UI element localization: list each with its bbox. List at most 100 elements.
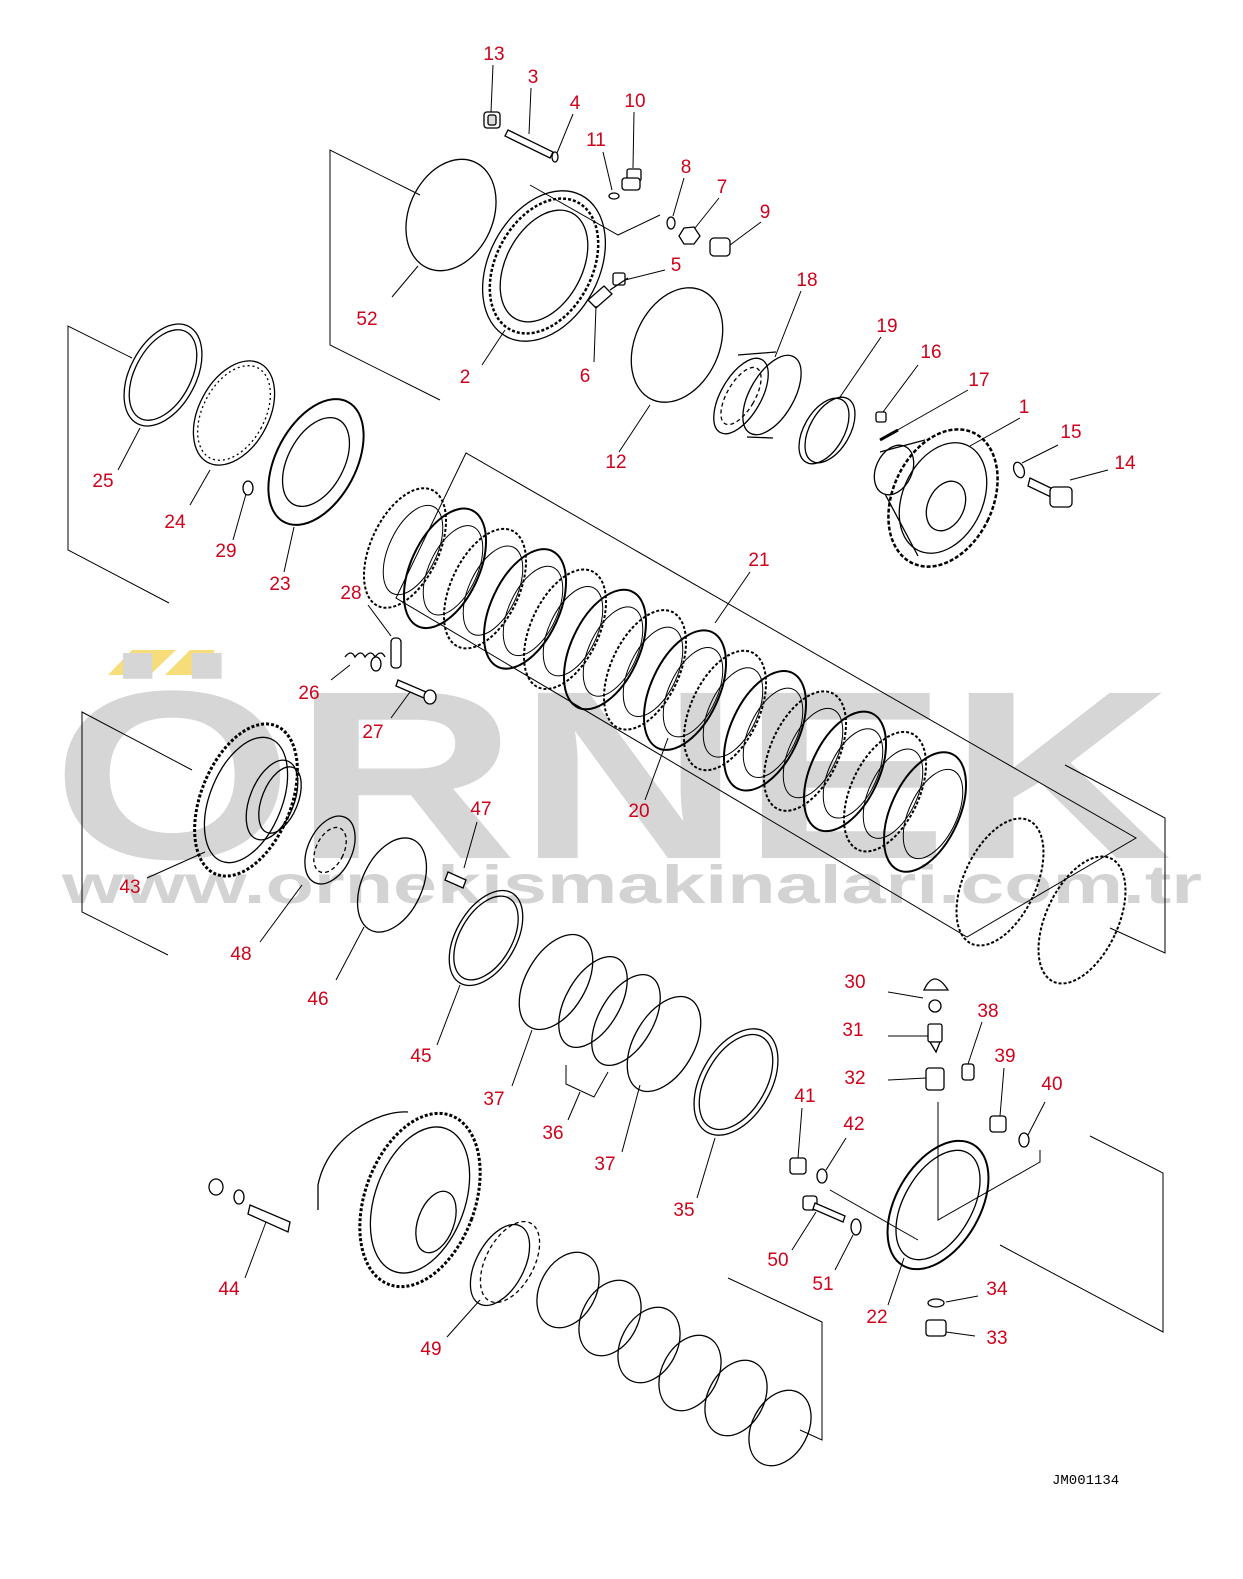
seal-ring-36-icon (558, 955, 661, 1067)
plug-39-icon (989, 1115, 1007, 1133)
bearing-18-icon (713, 351, 802, 439)
plate-23-icon (267, 398, 365, 526)
leader-32 (887, 1077, 927, 1081)
pin-6-icon (587, 285, 613, 309)
callout-39: 39 (994, 1046, 1015, 1067)
pin-28-icon (390, 637, 402, 669)
pin-3-icon (504, 129, 554, 159)
drawing-code: JM001134 (1052, 1473, 1119, 1489)
callout-25: 25 (92, 471, 113, 492)
leader-25 (117, 427, 141, 471)
washer-15-icon (1012, 461, 1026, 479)
oring-34-icon (927, 1298, 945, 1308)
clutch-disc-inner (902, 768, 964, 860)
leader-17 (893, 389, 969, 433)
callout-4: 4 (570, 93, 581, 114)
callout-16: 16 (920, 342, 941, 363)
leader-34 (945, 1295, 979, 1303)
oring-8-icon (666, 216, 676, 230)
oring-52-icon (405, 158, 497, 272)
leader-40 (1027, 1101, 1046, 1136)
leader-16 (882, 364, 919, 413)
bolt-27-icon (395, 679, 437, 705)
callout-34: 34 (986, 1279, 1008, 1300)
callout-18: 18 (796, 270, 817, 291)
bearing-48-icon (304, 815, 356, 885)
leader-26 (330, 664, 351, 681)
leader-10 (632, 111, 635, 169)
leader-47 (463, 821, 478, 869)
plug-13-icon (483, 111, 501, 129)
leader-39 (999, 1067, 1005, 1117)
callout-43: 43 (119, 877, 140, 898)
callout-17: 17 (968, 370, 989, 391)
leader-36 (567, 1091, 581, 1121)
callout-37a: 37 (483, 1089, 504, 1110)
boundary-lines (67, 149, 1166, 1441)
callout-2: 2 (460, 367, 471, 388)
clutch-disc-inner (422, 525, 484, 616)
clip-4-icon (551, 151, 559, 163)
clutch-disc-inner (542, 586, 604, 677)
leader-4 (556, 113, 574, 154)
oring-11-icon (608, 192, 620, 200)
oring-37a-icon (518, 933, 594, 1031)
callout-23: 23 (269, 574, 290, 595)
clutch-disc-outer (362, 487, 448, 609)
carrier-hub-icon (317, 1111, 482, 1289)
callout-28: 28 (340, 583, 361, 604)
clutch-disc-outer (402, 507, 488, 630)
callout-48: 48 (230, 944, 251, 965)
bearing-49-icon (469, 1220, 541, 1307)
callout-50: 50 (767, 1250, 788, 1271)
watermark: ÖRNEK www.ornekismakinalari.com.tr (52, 641, 1202, 915)
plug-33-icon (925, 1319, 947, 1337)
leader-2 (481, 329, 506, 366)
bolt-50-icon (802, 1195, 846, 1223)
clutch-disc-outer (842, 730, 928, 853)
callout-52: 52 (356, 309, 377, 330)
callout-8: 8 (681, 157, 692, 178)
leader-7 (694, 197, 720, 229)
leader-9 (729, 221, 762, 246)
breather-31-icon (927, 1023, 943, 1054)
ring-35-icon (693, 1028, 779, 1136)
ring-stack-icon (536, 1251, 812, 1467)
leader-50 (791, 1211, 817, 1251)
callout-12: 12 (605, 452, 626, 473)
nut-7-icon (678, 226, 701, 245)
callout-14: 14 (1114, 453, 1136, 474)
callout-47: 47 (470, 799, 491, 820)
spring-26-icon (344, 652, 386, 672)
bolt-14-icon (1027, 477, 1073, 508)
leader-35 (696, 1137, 716, 1199)
clutch-disc-end (955, 817, 1045, 947)
callout-46: 46 (307, 989, 328, 1010)
leader-43 (146, 851, 206, 879)
callout-29: 29 (215, 541, 236, 562)
clutch-disc-inner (702, 667, 764, 758)
cap-30-icon (922, 978, 950, 1013)
plug-38-icon (961, 1063, 975, 1081)
leader-48 (259, 884, 303, 943)
watermark-url: www.ornekismakinalari.com.tr (61, 855, 1202, 915)
callout-20: 20 (628, 801, 649, 822)
oring-42-icon (816, 1168, 828, 1184)
callout-22: 22 (866, 1307, 887, 1328)
callout-38: 38 (977, 1001, 998, 1022)
pin-47-icon (444, 871, 467, 889)
watermark-brand: ÖRNEK (52, 641, 1172, 909)
leader-1 (969, 417, 1021, 447)
leader-5 (624, 269, 666, 281)
callout-33: 33 (986, 1328, 1007, 1349)
left-upper-assembly (123, 323, 437, 705)
callout-1: 1 (1019, 397, 1030, 418)
clutch-disc-outer (722, 670, 808, 792)
fitting-10-icon (621, 168, 642, 191)
clutch-disc-outer (882, 751, 968, 873)
callout-40: 40 (1041, 1074, 1062, 1095)
plug-9-icon (709, 237, 731, 257)
gear-43-icon (193, 722, 302, 878)
